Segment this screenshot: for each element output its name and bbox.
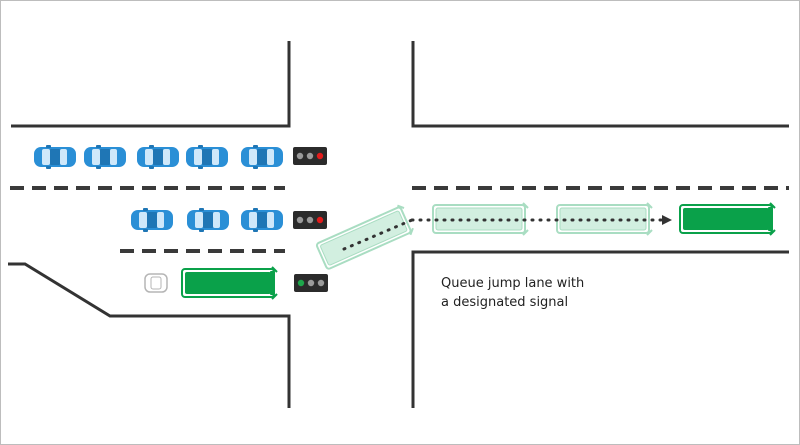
lane-dividers xyxy=(10,186,789,253)
car-icon xyxy=(84,145,126,169)
road-edge-bottom-right xyxy=(411,250,789,408)
car-icon xyxy=(186,145,228,169)
bus-icon xyxy=(432,202,529,236)
traffic-signal-icon xyxy=(294,274,328,292)
car-icon xyxy=(137,145,179,169)
car-icon xyxy=(131,208,173,232)
bus-icon xyxy=(314,202,416,273)
road-edge-top-right xyxy=(411,41,789,128)
car-icon xyxy=(34,145,76,169)
caption: Queue jump lane with a designated signal xyxy=(441,274,584,312)
bicycle-icon xyxy=(144,273,168,293)
caption-line-2: a designated signal xyxy=(441,295,569,310)
caption-line-1: Queue jump lane with xyxy=(441,276,585,291)
road-edge-top-left xyxy=(11,41,291,128)
car-icon xyxy=(241,145,283,169)
traffic-signal-icon xyxy=(293,211,327,229)
bus-icon xyxy=(181,266,278,300)
car-icon xyxy=(187,208,229,232)
arrow-head-icon xyxy=(662,215,672,225)
car-icon xyxy=(241,208,283,232)
road-edges xyxy=(8,41,789,408)
bus-path xyxy=(342,215,672,251)
road-edge-bottom-left xyxy=(8,262,291,408)
traffic-signal-icon xyxy=(293,147,327,165)
bus-icon xyxy=(679,202,776,236)
